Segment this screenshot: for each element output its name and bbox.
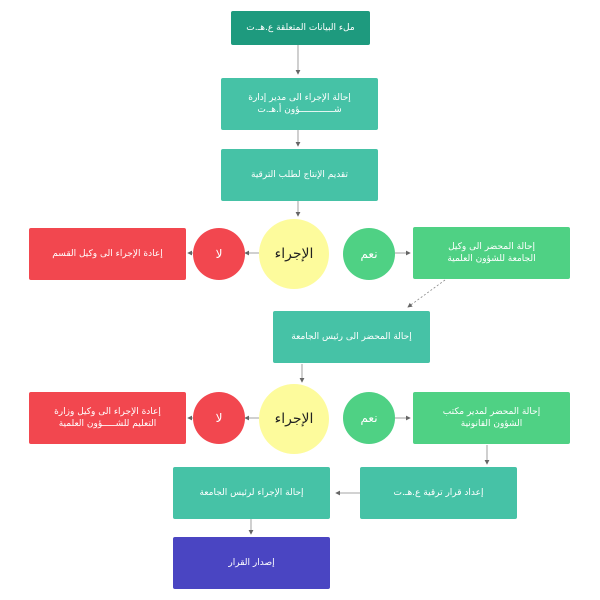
no-2: لا [193, 392, 245, 444]
node-refer-legal: إحالة المحضر لمدير مكتب الشؤون القانونية [413, 392, 570, 444]
decision-1: الإجراء [259, 219, 329, 289]
yes-2: نعم [343, 392, 395, 444]
no-1: لا [193, 228, 245, 280]
node-return-dept: إعادة الإجراء الى وكيل القسم [29, 228, 186, 280]
node-refer-to-rector: إحالة الإجراء لرئيس الجامعة [173, 467, 330, 519]
node-issue-decision: إصدار القرار [173, 537, 330, 589]
node-submit-production: تقديم الإنتاج لطلب الترقية [221, 149, 378, 201]
yes-1: نعم [343, 228, 395, 280]
node-prepare-decision: إعداد قرار ترقية ع.هـ.ت [360, 467, 517, 519]
decision-2: الإجراء [259, 384, 329, 454]
node-refer-vice-rector: إحالة المحضر الى وكيل الجامعة للشؤون الع… [413, 227, 570, 279]
node-refer-rector: إحالة المحضر الى رئيس الجامعة [273, 311, 430, 363]
arrow-vice-to-rector [407, 279, 446, 308]
node-return-ministry: إعادة الإجراء الى وكيل وزارة التعليم للش… [29, 392, 186, 444]
node-fill-data: ملء البيانات المتعلقة ع.هـ.ت [231, 11, 370, 45]
node-refer-director: إحالة الإجراء الى مدير إدارة شــــــــــ… [221, 78, 378, 130]
